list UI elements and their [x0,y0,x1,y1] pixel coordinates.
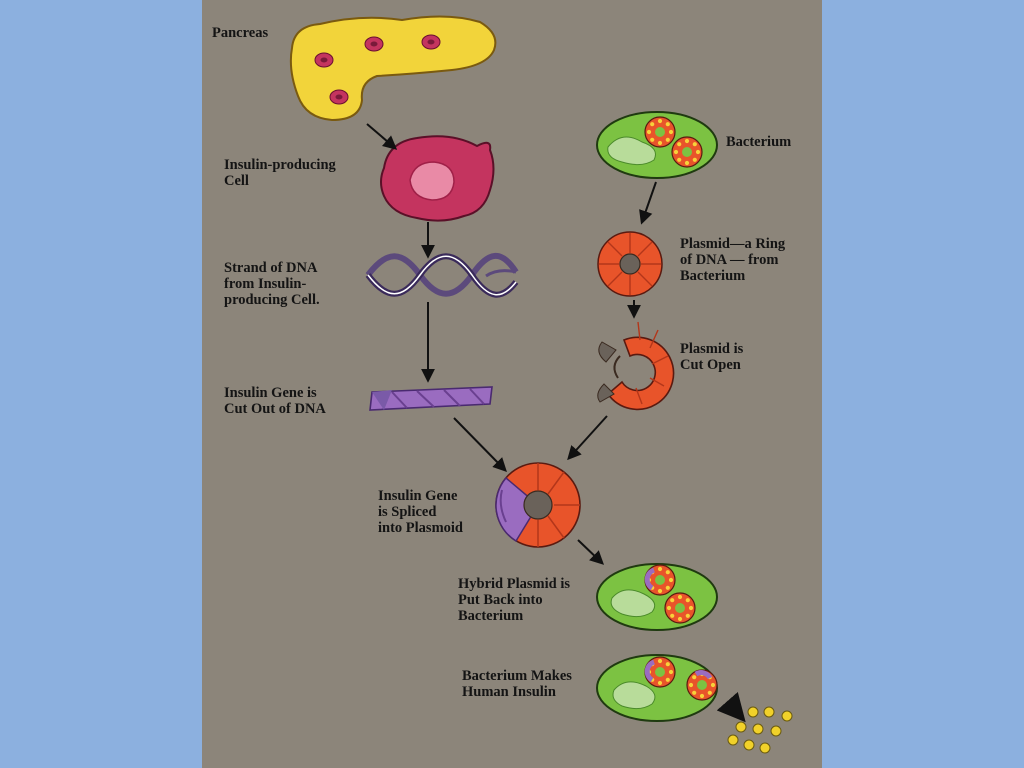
label-bacterium-makes-insulin: Bacterium Makes Human Insulin [462,668,572,700]
label-insulin-gene-cut: Insulin Gene is Cut Out of DNA [224,385,326,417]
arrow-bacterium-to-plasmid [639,181,657,225]
label-hybrid-plasmid: Hybrid Plasmid is Put Back into Bacteriu… [458,576,570,624]
arrow-spliced-to-hybrid [577,539,605,565]
hybrid-plasmid-illustration [495,462,581,548]
insulin-particles [727,706,793,754]
process-arrows [366,123,657,565]
label-insulin-producing-cell: Insulin-producing Cell [224,157,336,189]
arrow-gene-to-spliced [453,417,507,472]
label-bacterium: Bacterium [726,134,792,150]
hybrid-bacterium-illustration [596,563,718,631]
label-pancreas: Pancreas [212,25,269,41]
label-plasmid: Plasmid—a Ring of DNA — from Bacterium [680,236,786,284]
arrow-insulin-release [716,691,746,723]
diagram-panel: Pancreas Insulin-producing Cell Strand o… [202,0,822,768]
arrow-pancreas-to-cell [366,123,398,150]
plasmid-cut-open-illustration [597,321,675,411]
insulin-gene-segment-illustration [369,386,493,411]
label-insulin-gene-spliced: Insulin Gene is Spliced into Plasmoid [378,488,463,536]
plasmid-ring-illustration [597,231,663,297]
bacterium-illustration [596,111,718,179]
label-plasmid-cut-open: Plasmid is Cut Open [680,341,744,373]
pancreas-illustration [289,15,497,122]
label-dna-strand: Strand of DNA from Insulin- producing Ce… [224,260,320,308]
dna-strand-illustration [365,252,519,298]
diagram-svg [289,15,793,754]
arrow-cut-to-spliced [567,415,608,461]
insulin-producing-cell-illustration [380,135,495,222]
insulin-producing-bacterium-illustration [596,654,718,722]
